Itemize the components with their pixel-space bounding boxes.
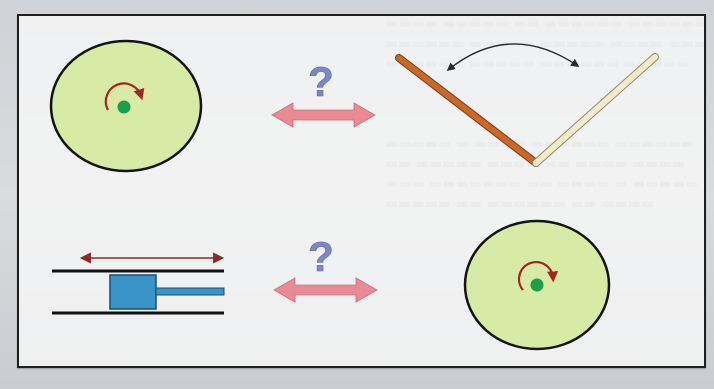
pendulum-rod-left <box>396 55 539 166</box>
question-mark-bottom: ? <box>308 233 334 280</box>
rotation-arrow-icon <box>104 82 145 111</box>
question-mark-top: ? <box>308 58 334 105</box>
double-arrow-top <box>271 102 376 128</box>
double-arrow-icon <box>271 102 376 128</box>
pendulum-rod-right <box>533 54 658 166</box>
piston-rod <box>155 287 225 296</box>
piston-cylinder <box>52 252 225 315</box>
piston-head <box>109 274 157 310</box>
disc-center-dot <box>530 278 544 292</box>
swing-arrow-icon <box>446 43 580 72</box>
double-arrow-icon <box>273 277 378 303</box>
double-arrow-bottom <box>273 277 378 303</box>
rotating-disc-top <box>49 39 203 173</box>
disc-center-dot <box>117 100 131 114</box>
pendulum <box>395 43 659 167</box>
rotating-disc-bottom <box>463 219 611 351</box>
rotation-arrow-icon <box>518 261 559 291</box>
